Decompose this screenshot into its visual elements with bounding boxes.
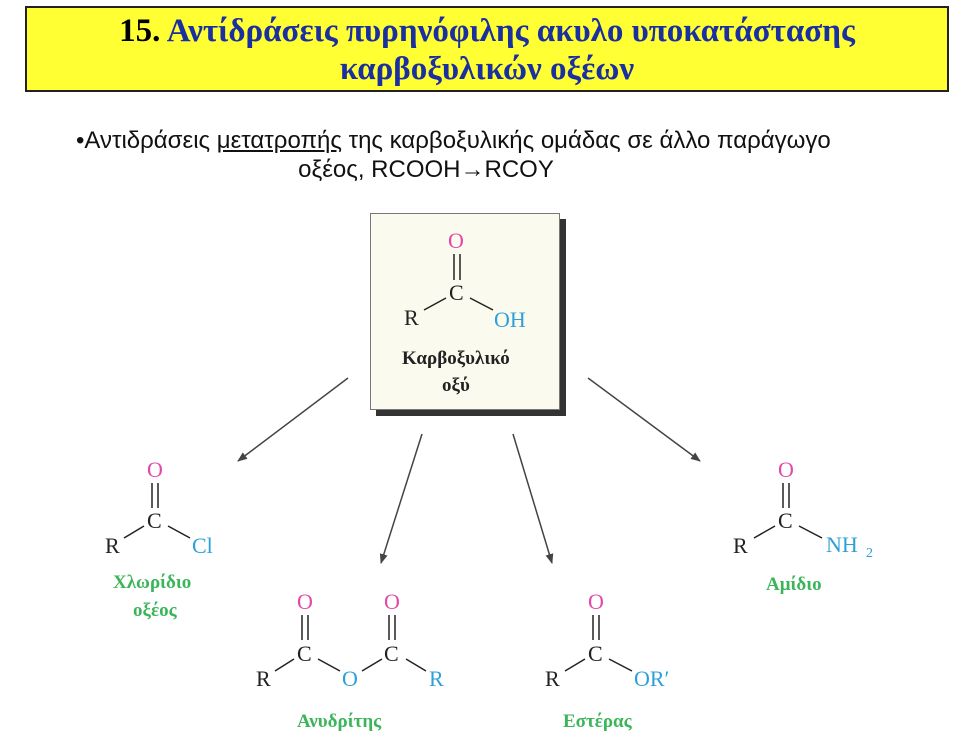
title-line-2: καρβοξυλικών οξέων — [339, 51, 635, 87]
chloride-chlorine: Cl — [192, 533, 213, 558]
ester-structure: O C R OR′ Εστέρας — [545, 589, 669, 732]
anhydride-r-right: R — [429, 666, 444, 691]
anhydride-bridge-oxygen: O — [342, 666, 358, 691]
acid-label-2: οξύ — [442, 375, 470, 396]
anhydride-label: Ανυδρίτης — [297, 711, 382, 732]
bullet-rest: της καρβοξυλικής ομάδας σε άλλο παράγωγο — [341, 127, 831, 154]
ester-or-group: OR′ — [634, 666, 669, 691]
amide-oxygen: O — [778, 457, 794, 482]
chloride-r-group: R — [105, 533, 120, 558]
bullet-text: •Αντιδράσεις μετατροπής της καρβοξυλικής… — [76, 126, 946, 184]
reaction-arrows — [237, 377, 701, 564]
acid-oxygen: O — [448, 228, 464, 253]
amide-nh: NH — [826, 532, 858, 557]
anhydride-oxygen-1: O — [297, 589, 313, 614]
chloride-oxygen: O — [147, 457, 163, 482]
anhydride-r-left: R — [256, 666, 271, 691]
chloride-carbon: C — [147, 508, 162, 533]
ester-r-group: R — [545, 666, 560, 691]
acid-carbon: C — [449, 280, 464, 305]
title-number: 15. — [119, 13, 161, 49]
acid-label-1: Καρβοξυλικό — [402, 348, 510, 369]
bullet-line-2: οξέος, RCOOH→RCOY — [298, 156, 554, 183]
anhydride-carbon-2: C — [384, 641, 399, 666]
ester-oxygen: O — [588, 589, 604, 614]
acid-r-group: R — [404, 305, 419, 330]
chloride-label-2: οξέος — [133, 600, 178, 621]
anhydride-structure: O C R O O C R Ανυδρίτης — [256, 589, 444, 732]
carboxylic-acid-box — [370, 213, 560, 410]
arrow-to-ester — [512, 433, 554, 564]
arrow-to-anhydride — [379, 433, 423, 564]
amide-structure: O C R NH 2 Αμίδιο — [733, 457, 873, 595]
anhydride-oxygen-2: O — [384, 589, 400, 614]
arrow-to-chloride — [237, 377, 349, 462]
ester-label: Εστέρας — [563, 711, 633, 732]
bullet-underlined-word: μετατροπής — [216, 127, 342, 154]
amide-subscript: 2 — [866, 546, 873, 561]
ester-carbon: C — [588, 641, 603, 666]
title-line-1: Αντίδράσεις πυρηνόφιλης ακυλο υποκατάστα… — [166, 13, 855, 49]
amide-label: Αμίδιο — [766, 574, 822, 595]
acid-hydroxyl: OH — [494, 307, 526, 332]
amide-r-group: R — [733, 533, 748, 558]
acid-chloride-structure: O C R Cl Χλωρίδιο οξέος — [105, 457, 213, 621]
carboxylic-acid-structure: O C R OH Καρβοξυλικό οξύ — [402, 228, 526, 396]
chloride-label-1: Χλωρίδιο — [113, 572, 191, 593]
amide-carbon: C — [778, 508, 793, 533]
arrow-to-amide — [587, 377, 701, 462]
anhydride-carbon-1: C — [297, 641, 312, 666]
slide-title: 15. Αντίδράσεις πυρηνόφιλης ακυλο υποκατ… — [25, 6, 949, 92]
bullet-prefix: •Αντιδράσεις — [76, 127, 217, 154]
